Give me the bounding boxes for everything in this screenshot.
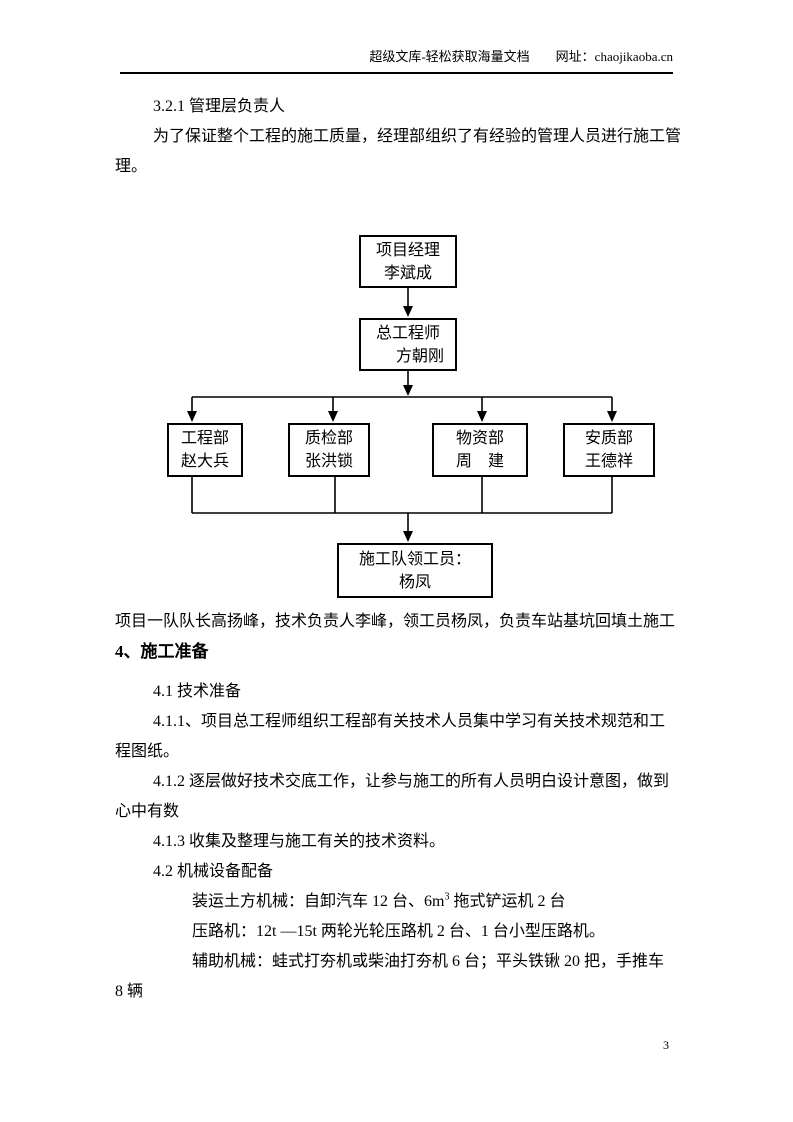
paragraph-line: 4.1.1、项目总工程师组织工程部有关技术人员集中学习有关技术规范和工 [153, 713, 666, 730]
paragraph-line: 项目一队队长高扬峰，技术负责人李峰，领工员杨凤，负责车站基坑回填土施工 [115, 613, 676, 630]
org-box-person: 周 建 [455, 453, 504, 470]
section-4-2-heading: 4.2 机械设备配备 [153, 863, 274, 880]
org-chart: 项目经理 李斌成 总工程师 方朝刚 工程部 赵大兵 质检部 张洪锁 物资部 周 … [0, 230, 793, 607]
org-box-engineering-dept: 工程部 赵大兵 [167, 423, 243, 477]
org-box-materials-dept: 物资部 周 建 [432, 423, 528, 477]
org-box-title: 安质部 [584, 430, 633, 447]
document-body: 3.2.1 管理层负责人 为了保证整个工程的施工质量，经理部组织了有经验的管理人… [0, 92, 793, 1007]
org-box-person: 方朝刚 [395, 347, 444, 365]
page-number: 3 [663, 1038, 669, 1052]
org-box-title: 工程部 [180, 430, 229, 447]
org-box-safety-quality-dept: 安质部 王德祥 [563, 423, 655, 477]
org-box-person: 杨凤 [398, 573, 431, 591]
header-divider [120, 72, 673, 74]
org-box-title: 施工队领工员： [358, 550, 471, 568]
header-site-text: 超级文库-轻松获取海量文档 [369, 49, 530, 64]
section-4-1-heading: 4.1 技术准备 [153, 683, 242, 700]
org-box-project-manager: 项目经理 李斌成 [359, 235, 457, 288]
section-4-heading: 4、施工准备 [115, 642, 209, 661]
header-url-text: 网址：chaojikaoba.cn [555, 49, 673, 64]
paragraph-line: 4.1.3 收集及整理与施工有关的技术资料。 [153, 833, 446, 850]
machinery-line-pre: 装运土方机械：自卸汽车 12 台、6m [192, 893, 445, 910]
org-box-person: 李斌成 [383, 264, 432, 282]
section-3-2-1-heading: 3.2.1 管理层负责人 [153, 98, 286, 115]
org-box-chief-engineer: 总工程师 方朝刚 [359, 318, 457, 371]
org-box-person: 张洪锁 [304, 453, 353, 470]
org-box-title: 物资部 [455, 430, 504, 447]
paragraph-line: 理。 [115, 158, 148, 175]
org-box-crew-foreman: 施工队领工员： 杨凤 [337, 543, 493, 598]
org-box-quality-inspection-dept: 质检部 张洪锁 [288, 423, 370, 477]
paragraph-line: 为了保证整个工程的施工质量，经理部组织了有经验的管理人员进行施工管 [153, 128, 682, 145]
paragraph-line: 辅助机械：蛙式打夯机或柴油打夯机 6 台；平头铁锹 20 把，手推车 [192, 953, 665, 970]
machinery-line: 装运土方机械：自卸汽车 12 台、6m3 拖式铲运机 2 台 [0, 887, 793, 917]
paragraph-line: 8 辆 [115, 983, 144, 1000]
paragraph-line: 压路机：12t —15t 两轮光轮压路机 2 台、1 台小型压路机。 [192, 923, 605, 940]
machinery-superscript: 3 [444, 891, 450, 903]
org-box-title: 总工程师 [375, 324, 440, 342]
org-box-person: 王德祥 [584, 453, 633, 470]
paragraph-line: 心中有数 [115, 803, 180, 820]
org-box-title: 项目经理 [375, 241, 440, 259]
machinery-line-post: 拖式铲运机 2 台 [449, 893, 566, 910]
org-box-person: 赵大兵 [180, 453, 229, 470]
org-box-title: 质检部 [304, 430, 353, 447]
paragraph-line: 4.1.2 逐层做好技术交底工作，让参与施工的所有人员明白设计意图，做到 [153, 773, 670, 790]
paragraph-line: 程图纸。 [115, 743, 180, 760]
page-header: 超级文库-轻松获取海量文档 网址：chaojikaoba.cn [115, 48, 673, 66]
